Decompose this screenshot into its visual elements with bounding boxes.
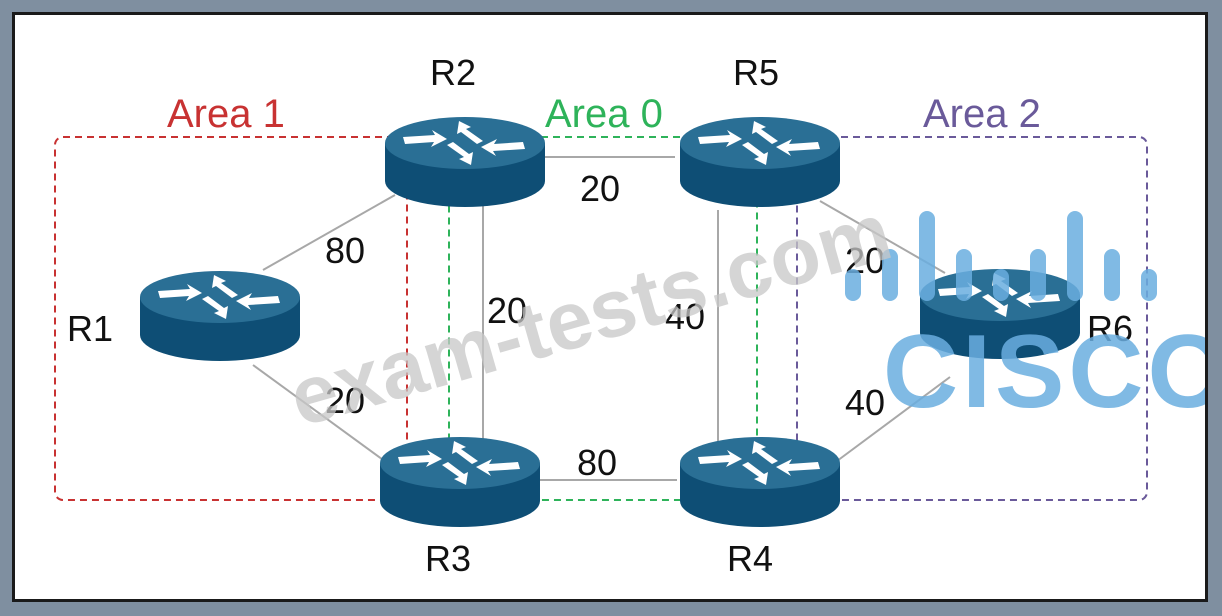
router-r5-label: R5 (733, 52, 779, 93)
cost-r4-r6: 40 (845, 382, 885, 423)
area1-label: Area 1 (167, 92, 285, 136)
link-r4-r6 (836, 376, 951, 462)
area2-boundary (796, 136, 1148, 501)
cisco-logo-bars (845, 211, 1157, 301)
link-r1-r3 (252, 364, 391, 466)
ospf-network-diagram: Area 1 Area 0 Area 2 R1 R2 R3 R4 R5 R6 8… (54, 52, 1205, 579)
router-r2-label: R2 (430, 52, 476, 93)
router-r1-label: R1 (67, 308, 113, 349)
router-r1[interactable] (140, 271, 300, 361)
links (252, 156, 951, 481)
cost-r2-r5: 20 (580, 168, 620, 209)
area0-label: Area 0 (545, 92, 663, 136)
router-r4-label: R4 (727, 538, 773, 579)
router-r5[interactable] (680, 117, 840, 207)
router-r4[interactable] (680, 437, 840, 527)
area2-label: Area 2 (923, 92, 1041, 136)
cost-r3-r4: 80 (577, 442, 617, 483)
router-r3[interactable] (380, 437, 540, 527)
cisco-logo-text: CISCO (883, 314, 1205, 430)
area1-boundary (54, 136, 408, 501)
router-r6-label: R6 (1087, 308, 1133, 349)
diagram-frame: Area 1 Area 0 Area 2 R1 R2 R3 R4 R5 R6 8… (12, 12, 1208, 602)
cost-r1-r2: 80 (325, 230, 365, 271)
router-r2[interactable] (385, 117, 545, 207)
router-r3-label: R3 (425, 538, 471, 579)
cost-r1-r3: 20 (325, 380, 365, 421)
cost-r5-r4: 40 (665, 296, 705, 337)
cost-r2-r3: 20 (487, 290, 527, 331)
cisco-logo: CISCO (845, 211, 1205, 430)
watermark-text: exam-tests.com (280, 186, 901, 444)
area0-boundary (448, 136, 758, 501)
link-r1-r2 (262, 194, 396, 271)
